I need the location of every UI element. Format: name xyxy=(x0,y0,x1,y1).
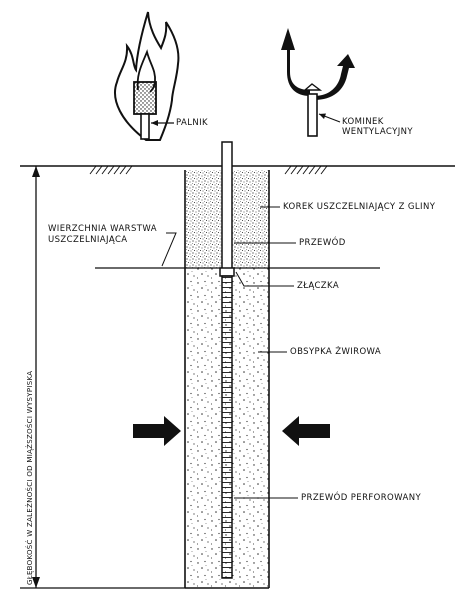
burner-label: PALNIK xyxy=(176,118,208,128)
burner-pipe xyxy=(140,113,150,140)
vent-cap xyxy=(303,83,323,91)
burner-assembly xyxy=(114,11,180,141)
vent-assembly xyxy=(281,28,355,137)
vent-label-line1: KOMINEK xyxy=(342,117,384,127)
leader-lines xyxy=(161,206,298,499)
gravel-label: OBSYPKA ŻWIROWA xyxy=(290,347,382,357)
connector-label: ZŁĄCZKA xyxy=(297,281,340,291)
top-layer-label-line2: USZCZELNIAJĄCA xyxy=(48,235,128,245)
arrow-left-icon xyxy=(282,416,330,446)
top-layer-label-line1: WIERZCHNIA WARSTWA xyxy=(48,224,157,234)
perforated-pipe-label: PRZEWÓD PERFOROWANY xyxy=(301,493,422,503)
connector-leader xyxy=(235,271,294,287)
vent-arrow-left-icon xyxy=(281,28,310,96)
arrow-right-icon xyxy=(133,416,181,446)
flame-icon xyxy=(114,11,180,141)
burner-head xyxy=(133,81,157,115)
vent-label-line2: WENTYLACYJNY xyxy=(342,127,413,137)
connector xyxy=(219,267,235,277)
clay-plug-label: KOREK USZCZELNIAJĄCY Z GLINY xyxy=(283,202,436,212)
well-pipe xyxy=(219,141,235,579)
pipe-label: PRZEWÓD xyxy=(299,238,346,248)
depth-dimension xyxy=(20,166,185,589)
ground-surface xyxy=(20,165,455,175)
vent-pipe xyxy=(307,93,318,137)
vent-arrow-right-icon xyxy=(314,54,355,100)
solid-pipe xyxy=(221,141,233,273)
perforated-pipe xyxy=(221,275,233,579)
top-layer-leader xyxy=(161,232,177,267)
depth-label: GŁĘBOKOŚĆ W ZALEŻNOŚCI OD MIĄŻSZOŚCI WYS… xyxy=(26,370,34,585)
